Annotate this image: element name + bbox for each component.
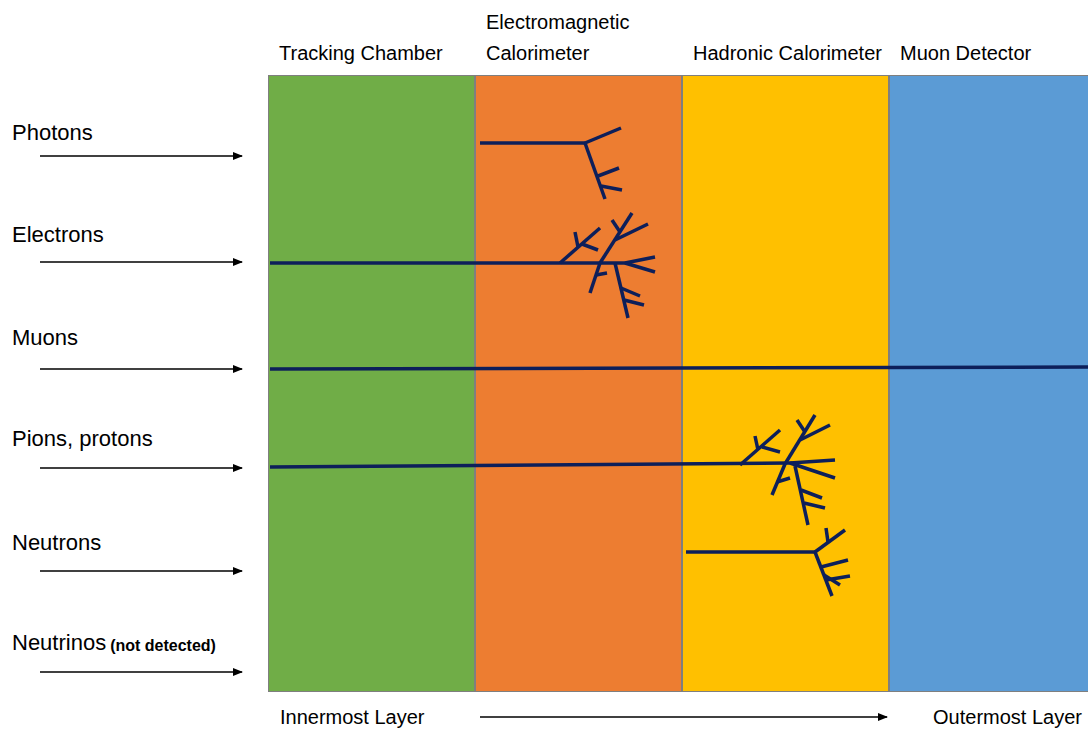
- particle-track: [686, 550, 815, 554]
- incoming-arrow: [40, 261, 242, 263]
- particle-track: [480, 141, 585, 145]
- layer-heading: Muon Detector: [900, 38, 1088, 69]
- particle-track: [585, 128, 621, 143]
- particle-track: [755, 436, 758, 450]
- particle-name: Muons: [12, 325, 78, 351]
- particle-name: (not detected): [110, 637, 216, 655]
- layer-heading: Hadronic Calorimeter: [693, 38, 886, 69]
- particle-track: [270, 367, 1088, 369]
- particle-track: [790, 460, 835, 463]
- particle-track: [815, 552, 832, 596]
- particle-track: [826, 528, 828, 542]
- particle-name: Photons: [12, 120, 93, 146]
- particle-track: [797, 420, 805, 432]
- incoming-arrow: [40, 671, 242, 673]
- particle-track: [824, 575, 840, 585]
- particle-name: Electrons: [12, 222, 104, 248]
- layer-heading: Electromagnetic Calorimeter: [486, 7, 679, 69]
- detector-layer: Muon Detector: [889, 75, 1088, 692]
- particle-track: [801, 490, 822, 498]
- incoming-arrow: [40, 570, 242, 572]
- detector-layer: Electromagnetic Calorimeter: [475, 75, 682, 692]
- particle-name: Pions, protons: [12, 426, 153, 452]
- particle-track: [582, 244, 598, 250]
- direction-arrow: [480, 716, 887, 718]
- particle-track: [740, 430, 780, 465]
- particle-name: Neutrinos: [12, 630, 106, 656]
- axis-label: Innermost Layer: [280, 706, 425, 729]
- particle-track: [621, 288, 640, 296]
- incoming-arrow: [40, 368, 242, 370]
- layer-heading: Tracking Chamber: [279, 38, 472, 69]
- particle-track: [795, 466, 808, 525]
- particle-track: [625, 263, 655, 272]
- particle-track: [601, 186, 622, 190]
- incoming-arrow: [40, 467, 242, 469]
- particle-name: Neutrons: [12, 530, 101, 556]
- particle-track: [625, 257, 655, 263]
- particle-track: [800, 425, 830, 440]
- particle-track: [585, 143, 605, 199]
- detector-layer: Tracking Chamber: [268, 75, 475, 692]
- axis-label: Outermost Layer: [933, 706, 1082, 729]
- particle-track: [815, 530, 845, 552]
- particle-track: [777, 478, 790, 482]
- particle-track: [596, 273, 607, 275]
- particle-track: [270, 463, 790, 467]
- particle-track: [624, 300, 644, 305]
- particle-track: [575, 232, 578, 247]
- particle-track: [270, 261, 625, 265]
- particle-track: [762, 447, 780, 452]
- particle-track: [821, 560, 848, 567]
- particle-track: [598, 168, 619, 176]
- particle-track: [560, 228, 600, 263]
- incoming-arrow: [40, 155, 242, 157]
- detector-layer: Hadronic Calorimeter: [682, 75, 889, 692]
- particle-track: [804, 503, 825, 508]
- particle-track: [612, 220, 620, 232]
- particle-track: [590, 263, 600, 293]
